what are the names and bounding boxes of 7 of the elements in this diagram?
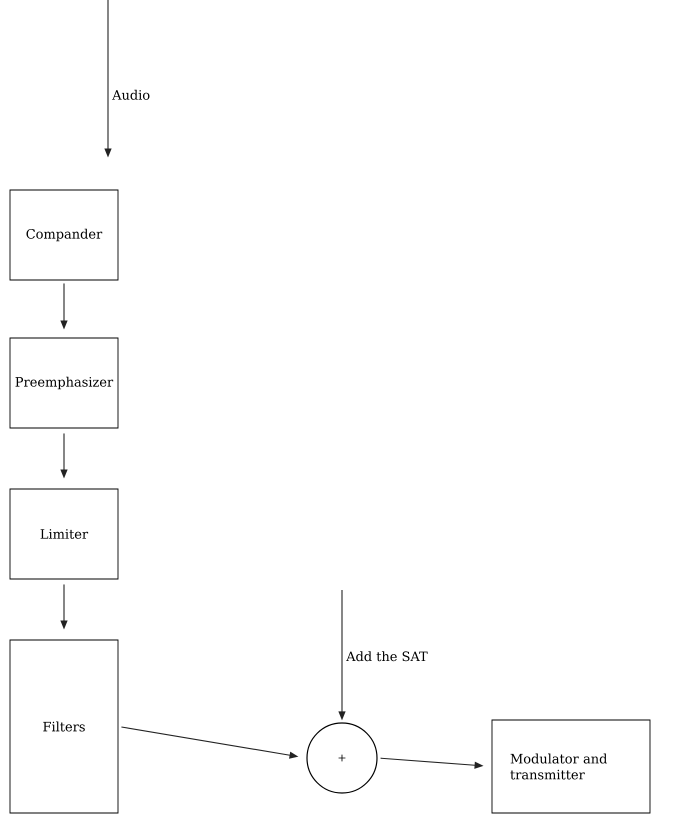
process-box: Preemphasizer (10, 338, 118, 428)
process-box: Limiter (10, 488, 118, 580)
process-box: Compander (10, 190, 118, 280)
edge-label: Add the SAT (345, 650, 429, 662)
process-box: Modulator and transmitter (492, 720, 650, 814)
process-box: Filters (10, 640, 118, 814)
edge-label: Audio (111, 88, 152, 101)
